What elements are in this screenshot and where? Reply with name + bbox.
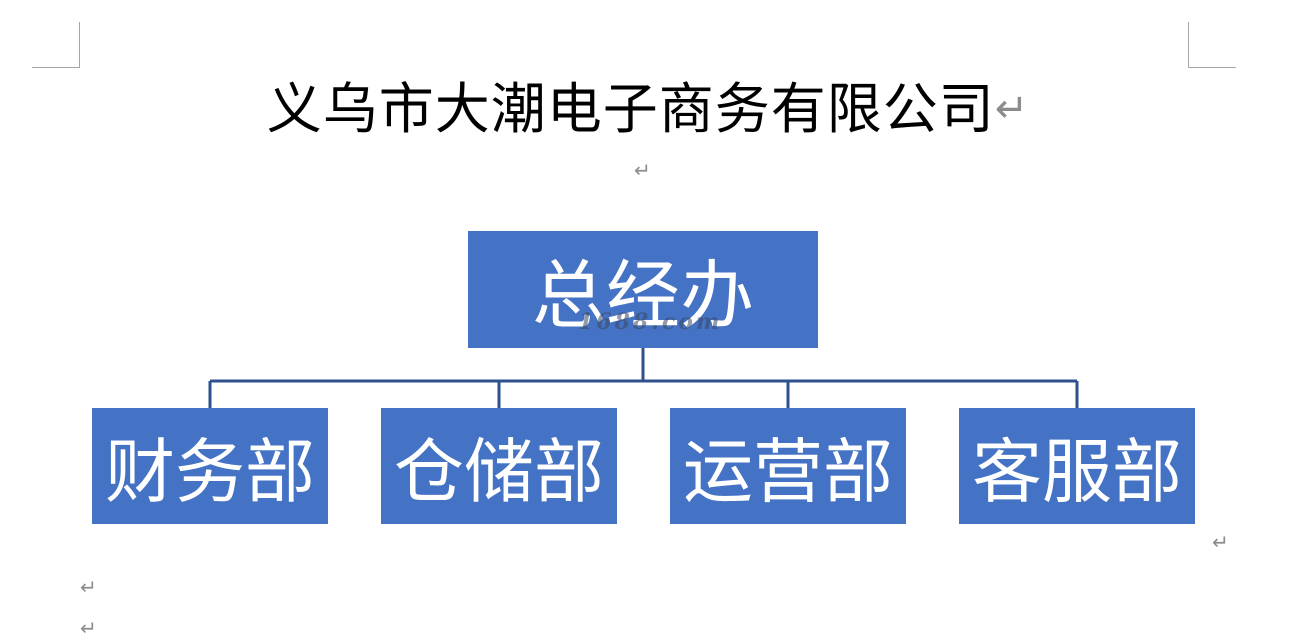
org-node-label: 总经办 <box>532 253 754 339</box>
org-node-department[interactable]: 客服部 <box>959 408 1195 524</box>
crop-mark-top-left <box>32 22 80 68</box>
document-title[interactable]: 义乌市大潮电子商务有限公司 <box>266 77 995 141</box>
org-node-department[interactable]: 财务部 <box>92 408 328 524</box>
org-node-label: 运营部 <box>683 430 893 513</box>
org-node-label: 客服部 <box>972 430 1182 513</box>
title-paragraph[interactable]: 义乌市大潮电子商务有限公司↵ <box>0 74 1295 158</box>
connector-lines <box>208 348 1079 408</box>
crop-mark-top-right <box>1188 22 1236 68</box>
paragraph-mark-icon: ↵ <box>80 575 97 599</box>
watermark-text: 1688.com <box>578 309 723 335</box>
org-node-label: 财务部 <box>105 430 315 513</box>
paragraph-mark-icon: ↵ <box>80 616 97 640</box>
paragraph-mark-icon: ↵ <box>994 86 1029 132</box>
org-node-label: 仓储部 <box>394 430 604 513</box>
paragraph-mark-icon: ↵ <box>1212 530 1229 554</box>
paragraph-mark-icon: ↵ <box>634 158 651 182</box>
org-node-department[interactable]: 仓储部 <box>381 408 617 524</box>
org-node-department[interactable]: 运营部 <box>670 408 906 524</box>
org-node-root[interactable]: 总经办 <box>468 231 818 348</box>
